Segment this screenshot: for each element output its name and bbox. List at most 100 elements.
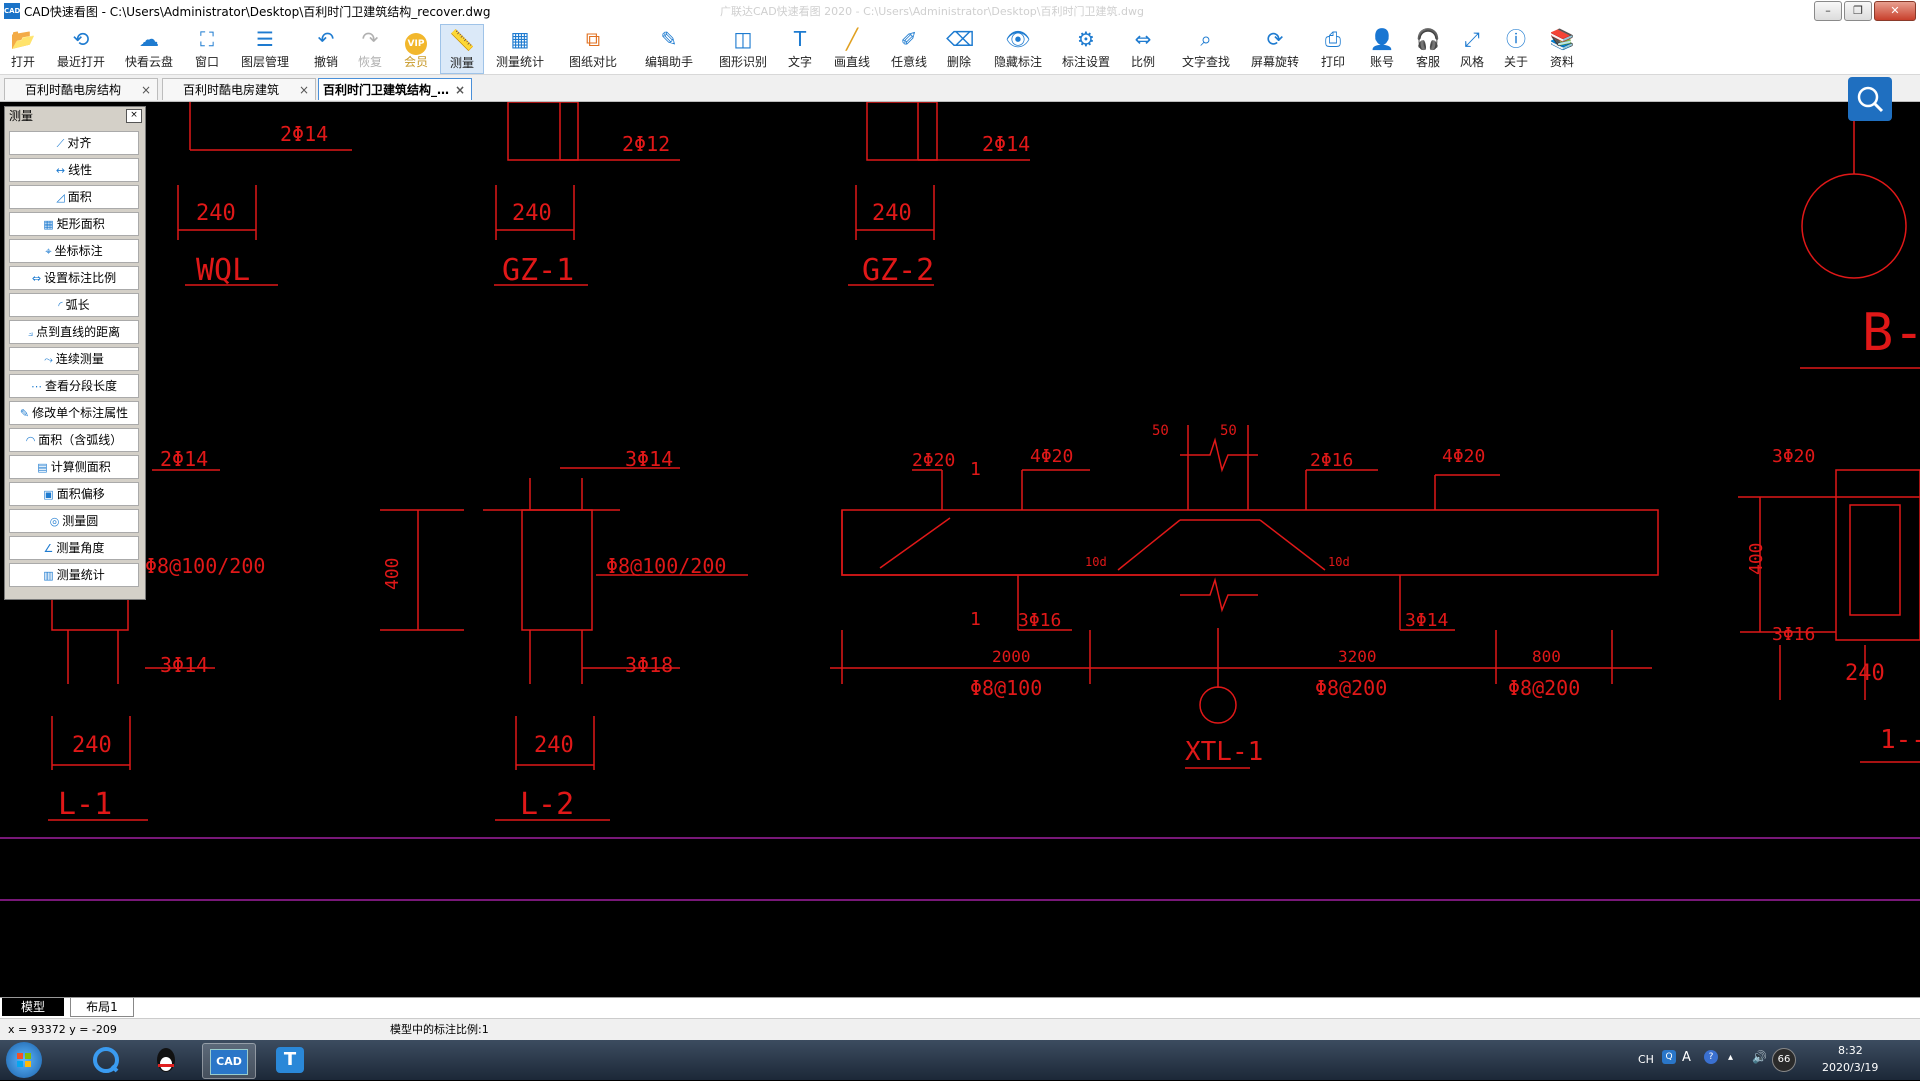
tool-recent[interactable]: ⟲最近打开 <box>56 27 105 69</box>
info-icon: ⓘ <box>1506 27 1526 51</box>
minimize-button[interactable]: – <box>1814 1 1842 21</box>
measure-area-offset[interactable]: ▣面积偏移 <box>9 482 139 506</box>
app-logo-icon: CAD <box>4 3 20 19</box>
tray-arrow-icon[interactable]: ▴ <box>1728 1052 1734 1063</box>
undo-icon: ↶ <box>317 27 335 51</box>
measure-area-arc[interactable]: ◠面积（含弧线） <box>9 428 139 452</box>
close-tab-icon[interactable]: × <box>454 83 465 97</box>
tool-line[interactable]: ╱画直线 <box>833 27 870 69</box>
taskbar-cad-viewer[interactable]: CAD <box>202 1043 256 1079</box>
tool-account[interactable]: 👤账号 <box>1369 27 1395 69</box>
tool-open[interactable]: 📂打开 <box>10 27 36 69</box>
tool-annotation-settings[interactable]: ⚙标注设置 <box>1061 27 1110 69</box>
tool-measure[interactable]: 📏测量 <box>440 24 484 74</box>
rebar-label: 3Φ14 <box>160 653 208 677</box>
folder-open-icon: 📂 <box>10 27 36 51</box>
stirrup-label: Φ8@100/200 <box>606 554 726 578</box>
input-method-icon[interactable]: Q <box>1662 1050 1676 1064</box>
tool-scale[interactable]: ⇔比例 <box>1130 27 1155 69</box>
tool-text-search[interactable]: ⌕文字查找 <box>1181 27 1230 69</box>
dim-label: 240 <box>196 201 236 226</box>
measure-area[interactable]: ◿面积 <box>9 185 139 209</box>
taskbar-qq[interactable] <box>140 1043 192 1077</box>
cloud-icon: ☁ <box>139 27 159 51</box>
tool-edit-helper[interactable]: ✎编辑助手 <box>644 27 693 69</box>
tool-undo[interactable]: ↶撤销 <box>313 27 338 69</box>
tool-measure-stats[interactable]: ▦测量统计 <box>495 27 544 69</box>
stirrup-label: Φ8@200 <box>1315 676 1387 700</box>
drawing-canvas[interactable]: 2Φ14 2Φ12 2Φ14 240 240 240 WQL GZ-1 GZ-2… <box>0 102 1920 997</box>
measure-side-area[interactable]: ▤计算侧面积 <box>9 455 139 479</box>
circle-icon: ◎ <box>49 515 60 528</box>
compare-icon: ⧉ <box>585 27 601 51</box>
eraser-icon: ⌫ <box>946 27 975 51</box>
measure-angle[interactable]: ∠测量角度 <box>9 536 139 560</box>
measure-segment-length[interactable]: ⋯查看分段长度 <box>9 374 139 398</box>
tool-rotate-screen[interactable]: ⟳屏幕旋转 <box>1250 27 1299 69</box>
tool-shape-recognize[interactable]: ◫图形识别 <box>718 27 767 69</box>
canvas-search-button[interactable] <box>1848 77 1892 121</box>
resources-icon: 📚 <box>1549 27 1575 51</box>
measure-set-scale[interactable]: ⇔设置标注比例 <box>9 266 139 290</box>
close-tab-icon[interactable]: × <box>140 83 151 97</box>
maximize-button[interactable]: ❐ <box>1844 1 1872 21</box>
close-tab-icon[interactable]: × <box>298 83 309 97</box>
tab-model[interactable]: 模型 <box>2 998 64 1016</box>
doc-tab-1[interactable]: 百利时酷电房结构× <box>4 78 158 100</box>
annotation-scale-text: 模型中的标注比例:1 <box>390 1023 489 1036</box>
measure-continuous[interactable]: ⤳连续测量 <box>9 347 139 371</box>
dim-label: 800 <box>1532 647 1561 666</box>
measure-arc-length[interactable]: ◜弧长 <box>9 293 139 317</box>
close-window-button[interactable]: ✕ <box>1874 1 1916 21</box>
measure-coordinate[interactable]: ⌖坐标标注 <box>9 239 139 263</box>
measure-rect-area[interactable]: ▦矩形面积 <box>9 212 139 236</box>
segment-icon: ⋯ <box>30 380 42 393</box>
tab-layout1[interactable]: 布局1 <box>70 998 134 1017</box>
tool-resources[interactable]: 📚资料 <box>1549 27 1575 69</box>
doc-tab-2[interactable]: 百利时酷电房建筑× <box>162 78 316 100</box>
tool-support[interactable]: 🎧客服 <box>1415 27 1441 69</box>
help-icon[interactable]: ? <box>1704 1050 1718 1064</box>
measure-align[interactable]: ⟋对齐 <box>9 131 139 155</box>
measure-circle[interactable]: ◎测量圆 <box>9 509 139 533</box>
measure-linear[interactable]: ↔线性 <box>9 158 139 182</box>
tool-delete[interactable]: ⌫删除 <box>946 27 975 69</box>
tool-compare[interactable]: ⧉图纸对比 <box>568 27 617 69</box>
section-mark: 1 <box>970 609 981 630</box>
language-indicator[interactable]: CH <box>1638 1053 1654 1066</box>
start-button[interactable] <box>6 1042 42 1078</box>
doc-tab-3[interactable]: 百利时门卫建筑结构_…× <box>318 78 472 100</box>
rebar-label: 3Φ16 <box>1018 610 1061 631</box>
font-icon[interactable]: A <box>1682 1050 1691 1065</box>
system-tray: CH Q A ? ▴ 🔊 66 8:32 2020/3/19 <box>1630 1040 1920 1080</box>
tool-style[interactable]: ⤢风格 <box>1459 27 1484 69</box>
dim-label: 50 <box>1220 423 1237 439</box>
layout-tab-bar: 模型 布局1 <box>0 997 1920 1018</box>
tool-cloud[interactable]: ☁快看云盘 <box>124 27 173 69</box>
tool-hide-annotation[interactable]: 👁隐藏标注 <box>993 27 1042 69</box>
tool-layers[interactable]: ☰图层管理 <box>240 27 289 69</box>
rebar-label: 3Φ18 <box>625 653 673 677</box>
edit-annotation-icon: ✎ <box>19 407 30 420</box>
taskbar-app-t[interactable]: T <box>264 1043 316 1077</box>
tool-window[interactable]: ⛶窗口 <box>194 27 219 69</box>
panel-close-button[interactable]: × <box>126 109 142 123</box>
measure-stats[interactable]: ▥测量统计 <box>9 563 139 587</box>
tool-freehand[interactable]: ✐任意线 <box>890 27 927 69</box>
tool-print[interactable]: ⎙打印 <box>1320 27 1345 69</box>
taskbar-browser[interactable] <box>80 1043 132 1077</box>
cad-app-icon: CAD <box>210 1049 248 1075</box>
tray-badge[interactable]: 66 <box>1772 1048 1796 1072</box>
dim-label: 400 <box>1746 542 1767 575</box>
t-app-icon: T <box>276 1047 304 1073</box>
shape-recognize-icon: ◫ <box>733 27 753 51</box>
tool-redo[interactable]: ↷恢复 <box>357 27 382 69</box>
layers-icon: ☰ <box>256 27 274 51</box>
measure-edit-annotation[interactable]: ✎修改单个标注属性 <box>9 401 139 425</box>
printer-icon: ⎙ <box>1325 27 1341 51</box>
measure-point-line[interactable]: ⟓点到直线的距离 <box>9 320 139 344</box>
volume-icon[interactable]: 🔊 <box>1752 1050 1767 1064</box>
